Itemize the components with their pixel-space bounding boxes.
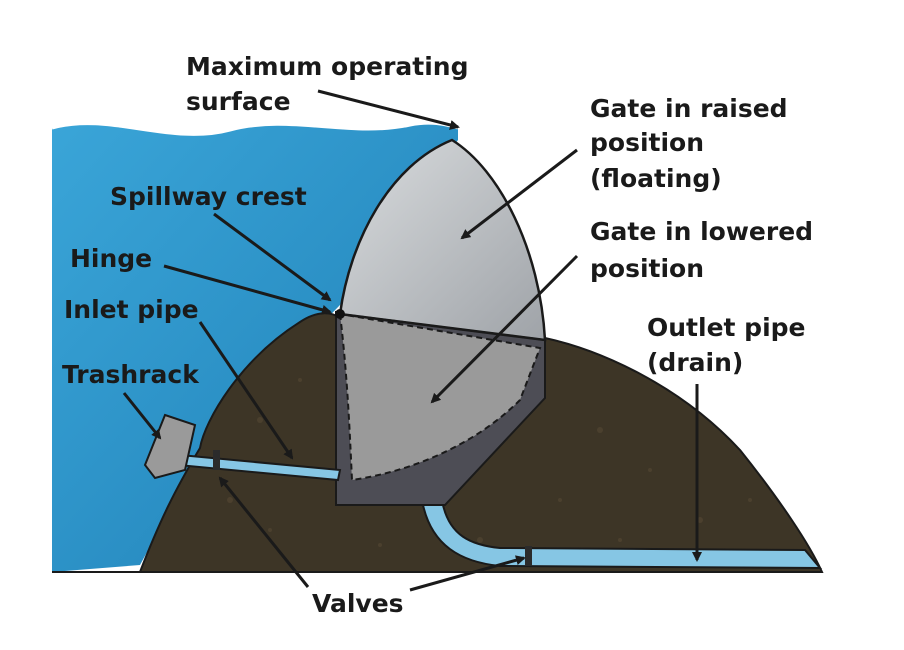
label-inlet-pipe: Inlet pipe <box>64 295 199 324</box>
outlet-pipe <box>421 504 823 570</box>
label-hinge: Hinge <box>70 244 152 273</box>
arrow-gate-raised <box>460 148 578 240</box>
label-spillway-crest: Spillway crest <box>110 182 307 211</box>
label-max-surface-line2: surface <box>186 87 291 116</box>
label-gate-raised-line1: Gate in raised <box>590 94 788 123</box>
arrow-trashrack <box>122 392 162 440</box>
label-trashrack: Trashrack <box>62 360 200 389</box>
gate-raised-base-dashed <box>339 313 546 341</box>
label-outlet-pipe-line1: Outlet pipe <box>647 313 806 342</box>
hinge-dot <box>335 309 345 319</box>
arrow-valve-outlet <box>409 555 526 592</box>
label-gate-raised-line3: (floating) <box>590 164 722 193</box>
arrow-inlet-pipe <box>198 321 294 460</box>
label-max-surface-line1: Maximum operating <box>186 52 468 81</box>
label-valves: Valves <box>312 589 404 618</box>
inlet-valve <box>213 450 220 470</box>
trashrack <box>143 413 197 480</box>
gate-raised <box>338 138 547 342</box>
label-outlet-pipe-line2: (drain) <box>647 348 743 377</box>
water-surface-line <box>51 121 459 136</box>
label-gate-raised-line2: position <box>590 128 704 157</box>
arrow-gate-lowered <box>430 254 579 404</box>
arrow-valve-inlet <box>218 476 310 588</box>
arrow-max-surface <box>317 89 460 130</box>
arrow-spillway-crest <box>213 212 332 302</box>
outlet-valve <box>525 546 532 566</box>
arrow-hinge <box>163 264 332 315</box>
label-gate-lowered-line1: Gate in lowered <box>590 217 813 246</box>
label-gate-lowered-line2: position <box>590 254 704 283</box>
pointer-arrows <box>122 89 702 592</box>
